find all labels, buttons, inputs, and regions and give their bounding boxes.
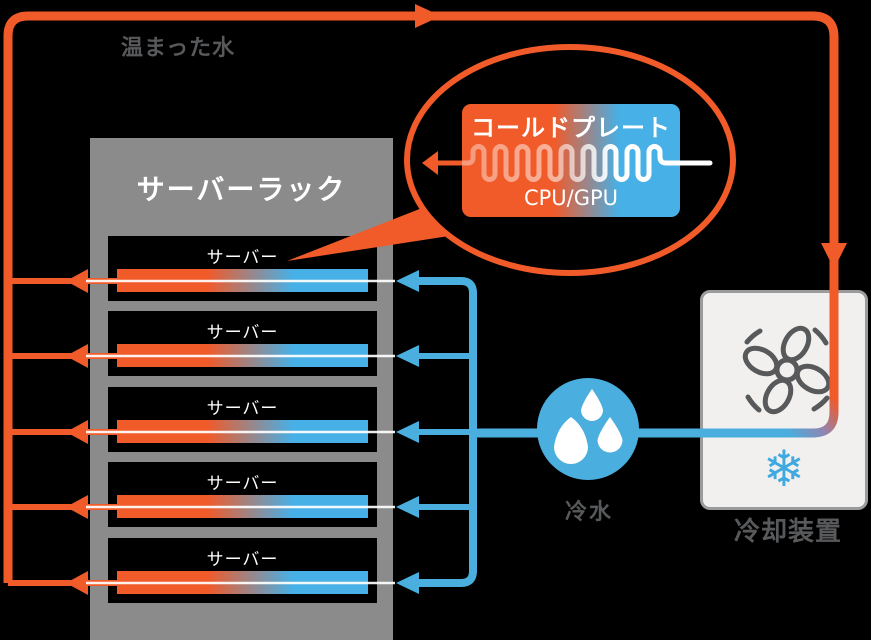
coolant-gradient-bar (117, 420, 368, 443)
coolant-gradient-bar (117, 495, 368, 518)
server-box-4: サーバー (108, 462, 377, 527)
cold-plate-outlet-arrow (422, 151, 438, 175)
coolant-gradient-bar (117, 571, 368, 594)
warm-water-label: 温まった水 (121, 36, 236, 61)
server-box-1: サーバー (108, 236, 377, 301)
water-drops-icon (537, 378, 639, 480)
cold-flow-arrows (396, 270, 419, 594)
cold-water-manifold (414, 277, 477, 587)
coolant-tube-wave (459, 144, 713, 182)
server-label: サーバー (206, 550, 279, 570)
server-rack-title: サーバーラック (136, 173, 347, 206)
snowflake-icon: ❄ (763, 440, 805, 498)
server-label: サーバー (206, 474, 279, 494)
cold-plate-title: コールドプレート (471, 114, 671, 142)
cooling-unit-box: ❄ (700, 290, 868, 510)
coolant-gradient-bar (117, 344, 368, 367)
server-box-3: サーバー (108, 387, 377, 452)
cold-water-label: 冷水 (564, 500, 613, 525)
server-label: サーバー (206, 399, 279, 419)
coolant-gradient-bar (117, 269, 368, 292)
fan-icon (727, 310, 847, 430)
warm-flow-arrow-top (415, 4, 441, 28)
server-label: サーバー (206, 323, 279, 343)
server-box-2: サーバー (108, 311, 377, 376)
server-label: サーバー (206, 248, 279, 268)
warm-flow-arrow-down (821, 243, 847, 269)
cpu-gpu-label: CPU/GPU (524, 186, 618, 210)
cold-plate (462, 104, 680, 217)
cold-branch-lines (414, 353, 473, 510)
water-drops (554, 389, 623, 464)
cold-plate-callout-ellipse (404, 44, 736, 276)
cooling-unit-label: 冷却装置 (733, 517, 842, 547)
server-box-5: サーバー (108, 538, 377, 603)
